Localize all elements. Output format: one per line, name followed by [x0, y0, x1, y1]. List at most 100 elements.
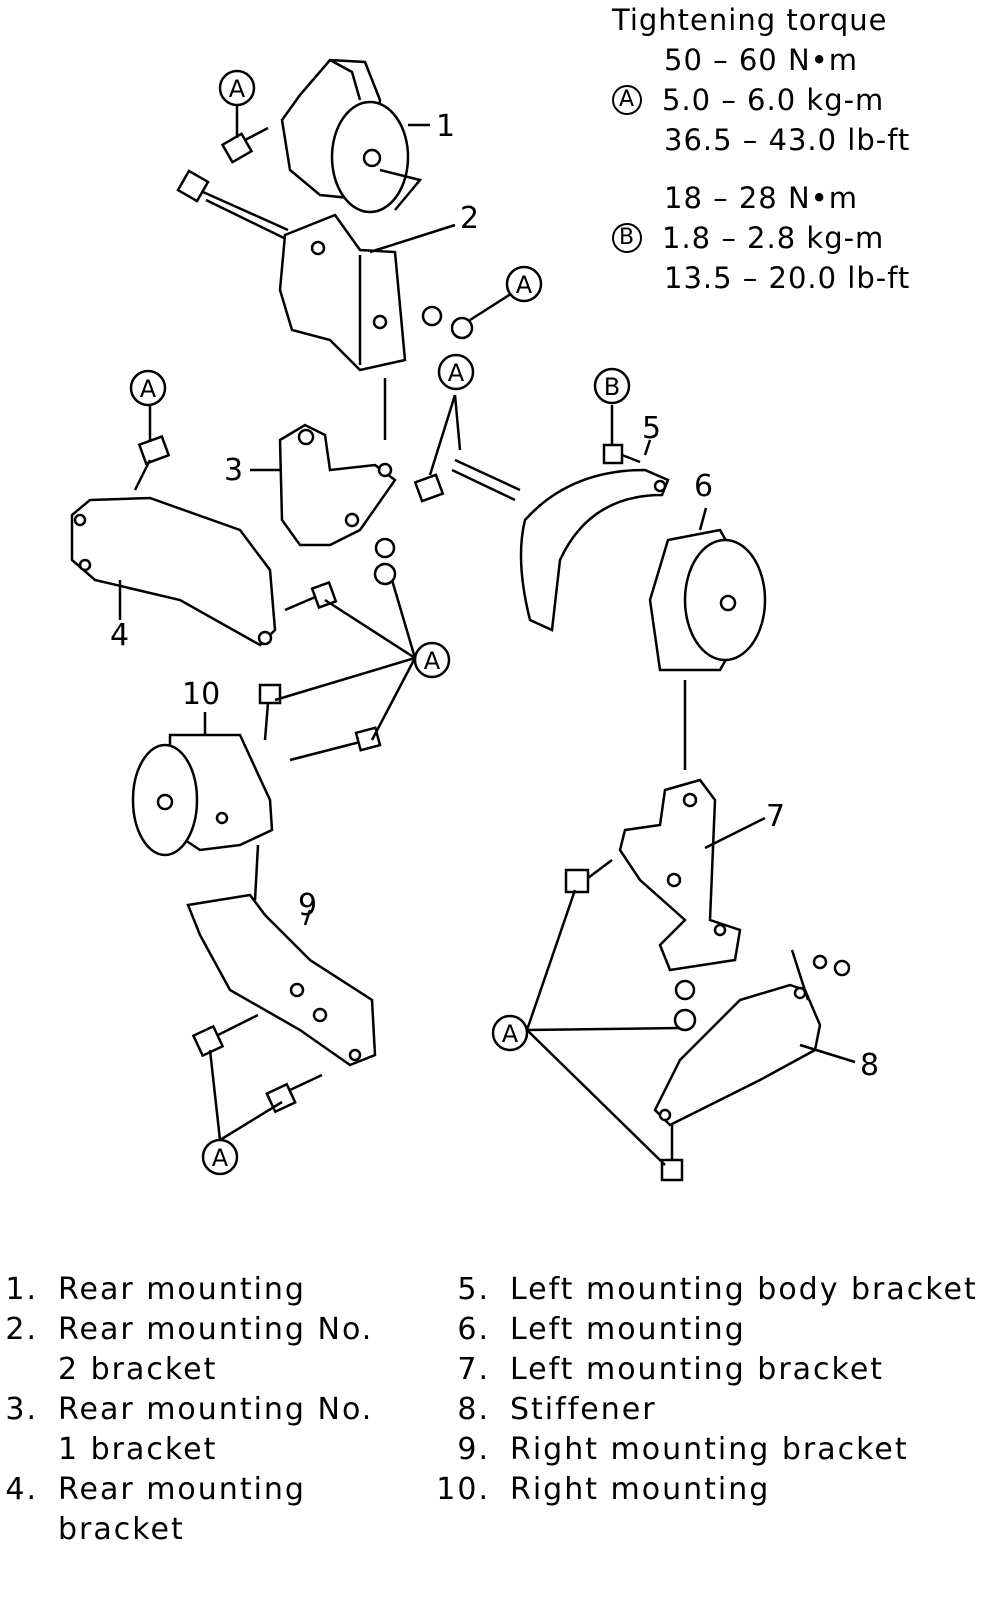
washer-icon	[374, 537, 396, 559]
legend-item: 6. Left mounting	[432, 1310, 990, 1350]
callout-7: 7	[766, 799, 785, 834]
legend-num: 10.	[436, 1472, 490, 1507]
legend-num: 8.	[457, 1392, 490, 1427]
engine-mount-exploded-diagram: 1 2 3 4 5 6 7 8 9 10 A A A A B A A A	[70, 58, 879, 1182]
callout-4: 4	[110, 618, 129, 653]
callout-8: 8	[860, 1048, 879, 1083]
rear-mounting-bracket-part	[70, 496, 277, 647]
callout-2: 2	[460, 201, 479, 236]
marker-a-icon: A	[612, 85, 642, 115]
legend-num: 7.	[457, 1352, 490, 1387]
rear-mounting-part	[280, 58, 423, 214]
legend-text: Right mounting	[510, 1472, 771, 1507]
bolt-part1	[220, 126, 269, 164]
torque-b-lbft: 13.5 – 20.0 lb-ft	[664, 261, 911, 295]
marker-a-icon: A	[505, 265, 543, 303]
marker-b-icon: B	[593, 367, 631, 405]
legend-num: 9.	[457, 1432, 490, 1467]
legend-text: Rear mounting bracket	[58, 1472, 306, 1547]
bolt-part5-horizontal	[413, 458, 521, 503]
nut-icon	[450, 316, 474, 340]
legend-text: Rear mounting No. 2 bracket	[58, 1312, 374, 1387]
bolt-part10-long	[289, 726, 382, 762]
right-mounting-bracket-part	[186, 893, 377, 1067]
left-mounting-body-bracket-part	[519, 468, 670, 632]
svg-text:A: A	[502, 1020, 519, 1048]
legend-num: 5.	[457, 1272, 490, 1307]
legend-text: Left mounting bracket	[510, 1352, 885, 1387]
torque-title: Tightening torque	[612, 3, 888, 37]
marker-a-icon: A	[129, 369, 167, 407]
legend-num: 2.	[5, 1312, 38, 1347]
svg-text:A: A	[140, 375, 157, 403]
callout-6: 6	[694, 469, 713, 504]
marker-a-icon: A	[437, 353, 475, 391]
legend-item: 1. Rear mounting	[0, 1270, 388, 1310]
left-mounting-bracket-part	[618, 778, 742, 972]
legend-num: 1.	[5, 1272, 38, 1307]
legend-text: Stiffener	[510, 1392, 657, 1427]
torque-a-nm: 50 – 60 N•m	[664, 43, 859, 77]
torque-a-kgm: 5.0 – 6.0 kg-m	[662, 83, 885, 117]
svg-text:A: A	[424, 647, 441, 675]
bolt-part9-upper	[191, 1013, 259, 1058]
callout-leaders	[118, 123, 856, 1064]
marker-a-icon: A	[201, 1138, 239, 1176]
svg-text:A: A	[516, 271, 533, 299]
legend-right: 5. Left mounting body bracket 6. Left mo…	[432, 1270, 990, 1510]
svg-text:A: A	[448, 359, 465, 387]
stud	[790, 949, 810, 1001]
legend-item: 9. Right mounting bracket	[432, 1430, 990, 1470]
rear-mounting-no2-bracket-part	[278, 213, 407, 372]
legend-item: 7. Left mounting bracket	[432, 1350, 990, 1390]
right-mounting-part	[131, 733, 274, 857]
callout-3: 3	[224, 453, 243, 488]
bolt-part10-vertical	[258, 683, 282, 741]
legend-num: 6.	[457, 1312, 490, 1347]
bolt-part9-lower	[265, 1073, 323, 1114]
callout-5: 5	[642, 411, 661, 446]
washer-icon	[674, 979, 696, 1001]
bolt-b	[602, 443, 641, 465]
torque-a-lbft: 36.5 – 43.0 lb-ft	[664, 123, 911, 157]
callout-1: 1	[436, 109, 455, 144]
legend-item: 5. Left mounting body bracket	[432, 1270, 990, 1310]
callout-10: 10	[182, 677, 220, 712]
legend-text: Right mounting bracket	[510, 1432, 909, 1467]
legend-item: 3. Rear mounting No. 1 bracket	[0, 1390, 388, 1470]
legend-item: 2. Rear mounting No. 2 bracket	[0, 1310, 388, 1390]
svg-text:B: B	[604, 373, 620, 401]
bolt-part8-bottom	[660, 1125, 684, 1182]
marker-a-icon: A	[491, 1014, 529, 1052]
legend-text: Left mounting body bracket	[510, 1272, 978, 1307]
svg-text:A: A	[212, 1144, 229, 1172]
legend-left: 1. Rear mounting 2. Rear mounting No. 2 …	[0, 1270, 388, 1550]
bolt-part4	[133, 434, 171, 491]
stiffener-part	[653, 983, 822, 1127]
torque-spec: Tightening torque 50 – 60 N•m A 5.0 – 6.…	[612, 0, 910, 298]
legend-item: 4. Rear mounting bracket	[0, 1470, 388, 1550]
legend-text: Left mounting	[510, 1312, 746, 1347]
marker-a-icon: A	[413, 641, 451, 679]
washer-icon	[673, 1008, 697, 1032]
washer-icon	[373, 562, 397, 586]
marker-a-icon: A	[218, 69, 256, 107]
stud	[253, 844, 260, 901]
svg-text:A: A	[229, 75, 246, 103]
legend-text: Rear mounting	[58, 1272, 306, 1307]
long-bolt-upper	[176, 169, 289, 240]
left-mounting-part	[648, 528, 767, 672]
nut-icon	[833, 959, 851, 977]
nut-icon	[421, 305, 443, 327]
marker-b-icon: B	[612, 223, 642, 253]
callout-9: 9	[298, 888, 317, 923]
legend-num: 4.	[5, 1472, 38, 1507]
bolt-part7	[564, 859, 613, 894]
legend-item: 10. Right mounting	[432, 1470, 990, 1510]
legend-num: 3.	[5, 1392, 38, 1427]
torque-b-kgm: 1.8 – 2.8 kg-m	[662, 221, 885, 255]
nut-icon	[812, 954, 828, 970]
bolt-part4-right	[284, 580, 338, 612]
legend-item: 8. Stiffener	[432, 1390, 990, 1430]
rear-mounting-no1-bracket-part	[278, 423, 397, 547]
